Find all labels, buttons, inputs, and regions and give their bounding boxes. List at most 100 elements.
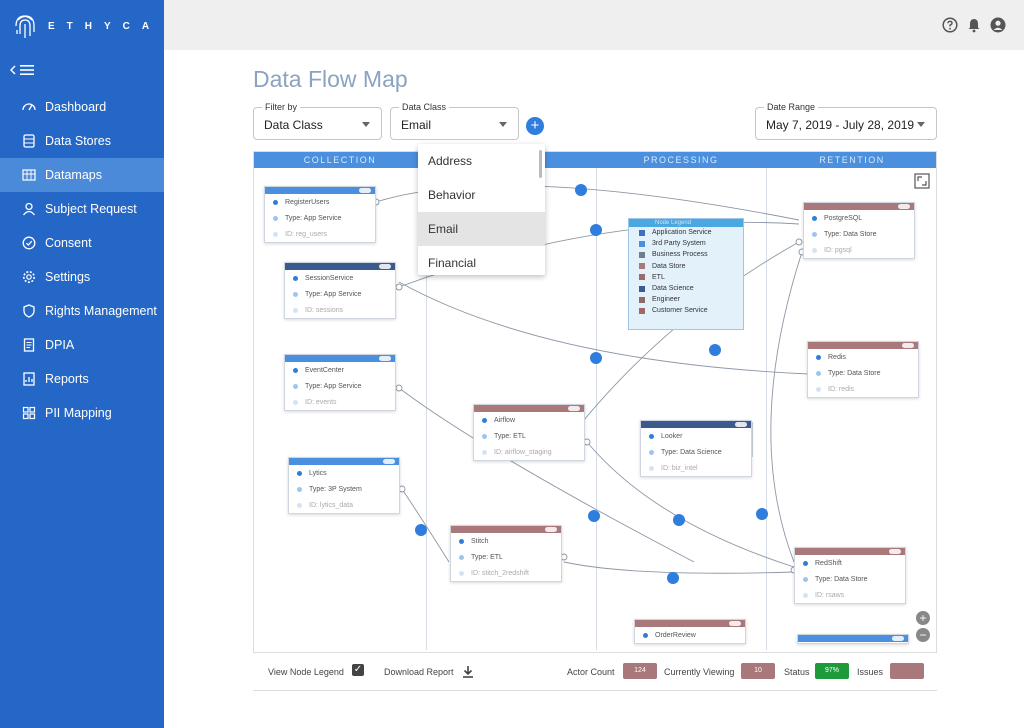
actor-count-badge: 124 — [623, 663, 657, 679]
sidebar-item-dashboard[interactable]: Dashboard — [0, 90, 164, 124]
sidebar-item-rights-management[interactable]: Rights Management — [0, 294, 164, 328]
node-header — [285, 355, 395, 362]
toggle-switch[interactable] — [729, 621, 741, 626]
node-name-row: OrderReview — [635, 627, 745, 643]
node-orderreview[interactable]: OrderReview — [634, 619, 746, 644]
view-legend-label: View Node Legend — [268, 667, 344, 677]
collapse-menu-icon[interactable] — [10, 62, 40, 78]
node-eventcenter[interactable]: EventCenter Type: App Service ID: events — [284, 354, 396, 411]
dot-icon — [649, 465, 654, 471]
node-header — [804, 203, 914, 210]
node-id: ID: airflow_staging — [494, 448, 552, 456]
dropdown-option-behavior[interactable]: Behavior — [428, 188, 476, 202]
sidebar-item-consent[interactable]: Consent — [0, 226, 164, 260]
node-registerusers[interactable]: RegisterUsers Type: App Service ID: reg_… — [264, 186, 376, 243]
toggle-switch[interactable] — [892, 636, 904, 641]
node-id-row: ID: reg_users — [265, 226, 375, 242]
node-name-row: PostgreSQL — [804, 210, 914, 226]
download-icon[interactable] — [462, 665, 474, 678]
node-name-row: Looker — [641, 428, 751, 444]
logo[interactable]: ETHYCA — [14, 12, 161, 40]
node-id-row: ID: lytics_data — [289, 497, 399, 513]
zoom-in-button[interactable]: + — [916, 611, 930, 625]
sidebar-item-datamaps[interactable]: Datamaps — [0, 158, 164, 192]
dropdown-option-financial[interactable]: Financial — [428, 256, 477, 270]
legend-item: Business Process — [629, 249, 743, 260]
toggle-switch[interactable] — [898, 204, 910, 209]
node-type-row: Type: Data Store — [808, 365, 918, 381]
download-report-link[interactable]: Download Report — [384, 667, 454, 677]
toggle-switch[interactable] — [902, 343, 914, 348]
flow-dot — [756, 508, 768, 520]
dropdown-option-address[interactable]: Address — [428, 154, 473, 168]
dot-icon — [816, 386, 821, 392]
toggle-switch[interactable] — [889, 549, 901, 554]
add-filter-button[interactable]: + — [526, 117, 544, 135]
node-header — [474, 405, 584, 412]
sidebar-item-subject-request[interactable]: Subject Request — [0, 192, 164, 226]
node-airflow[interactable]: Airflow Type: ETL ID: airflow_staging — [473, 404, 585, 461]
toggle-switch[interactable] — [379, 356, 391, 361]
toggle-switch[interactable] — [545, 527, 557, 532]
node-type-row: Type: App Service — [265, 210, 375, 226]
zoom-out-button[interactable]: − — [916, 628, 930, 642]
date-range-select[interactable]: Date Range May 7, 2019 - July 28, 2019 — [755, 102, 937, 140]
sidebar-item-dpia[interactable]: DPIA — [0, 328, 164, 362]
node-type: Type: Data Store — [824, 230, 877, 238]
sidebar-item-data-stores[interactable]: Data Stores — [0, 124, 164, 158]
toggle-switch[interactable] — [383, 459, 395, 464]
dot-icon — [273, 231, 278, 237]
bell-icon[interactable] — [966, 17, 982, 33]
dropdown-option-email[interactable]: Email — [418, 212, 545, 246]
legend-item: Data Science — [629, 283, 743, 294]
node-id-row: ID: pgsql — [804, 242, 914, 258]
dropdown-scrollbar[interactable] — [539, 150, 542, 178]
top-bar — [164, 0, 1024, 50]
node-postgresql[interactable]: PostgreSQL Type: Data Store ID: pgsql — [803, 202, 915, 259]
filter-by-select[interactable]: Filter by Data Class — [253, 102, 382, 140]
data-flow-map[interactable]: COLLECTION PROCESSING RETENTION — [253, 151, 937, 691]
node-name: RegisterUsers — [285, 198, 330, 206]
toggle-switch[interactable] — [568, 406, 580, 411]
node-looker[interactable]: Looker Type: Data Science ID: biz_intel — [640, 420, 752, 477]
legend-item-label: 3rd Party System — [652, 240, 706, 248]
toggle-switch[interactable] — [359, 188, 371, 193]
node-name: PostgreSQL — [824, 214, 863, 222]
sidebar-item-label: Rights Management — [45, 304, 157, 318]
sidebar-item-pii-mapping[interactable]: PII Mapping — [0, 396, 164, 430]
sidebar-item-reports[interactable]: Reports — [0, 362, 164, 396]
sidebar-item-settings[interactable]: Settings — [0, 260, 164, 294]
node-type: Type: App Service — [285, 214, 342, 222]
node-redis[interactable]: Redis Type: Data Store ID: redis — [807, 341, 919, 398]
data-class-dropdown-menu[interactable]: Address Behavior Email Financial — [418, 144, 545, 275]
shield-icon — [23, 304, 35, 318]
column-divider — [426, 168, 427, 650]
user-avatar-icon[interactable] — [990, 17, 1006, 33]
node-redshift[interactable]: RedShift Type: Data Store ID: rsaws — [794, 547, 906, 604]
node-type-row: Type: ETL — [474, 428, 584, 444]
dot-icon — [482, 433, 487, 439]
legend-item-label: Engineer — [652, 296, 681, 304]
node-type-row: Type: Data Store — [795, 571, 905, 587]
expand-icon[interactable] — [914, 173, 930, 189]
node-stitch[interactable]: Stitch Type: ETL ID: stitch_2redshift — [450, 525, 562, 582]
node-name: RedShift — [815, 559, 842, 567]
legend-swatch — [639, 251, 645, 258]
help-icon[interactable] — [942, 17, 958, 33]
toggle-switch[interactable] — [379, 264, 391, 269]
legend-swatch — [639, 296, 645, 303]
node-id: ID: sessions — [305, 306, 344, 314]
data-class-select[interactable]: Data Class Email — [390, 102, 519, 140]
status-label: Status — [784, 667, 810, 677]
column-header-retention: RETENTION — [766, 152, 936, 168]
node-id: ID: biz_intel — [661, 464, 698, 472]
view-legend-checkbox[interactable]: ✓ — [352, 664, 364, 676]
node-name: Redis — [828, 353, 846, 361]
node-partial[interactable] — [797, 634, 909, 644]
dot-icon — [643, 632, 648, 638]
node-lytics[interactable]: Lytics Type: 3P System ID: lytics_data — [288, 457, 400, 514]
node-sessionservice[interactable]: SessionService Type: App Service ID: ses… — [284, 262, 396, 319]
dot-icon — [293, 307, 298, 313]
toggle-switch[interactable] — [735, 422, 747, 427]
